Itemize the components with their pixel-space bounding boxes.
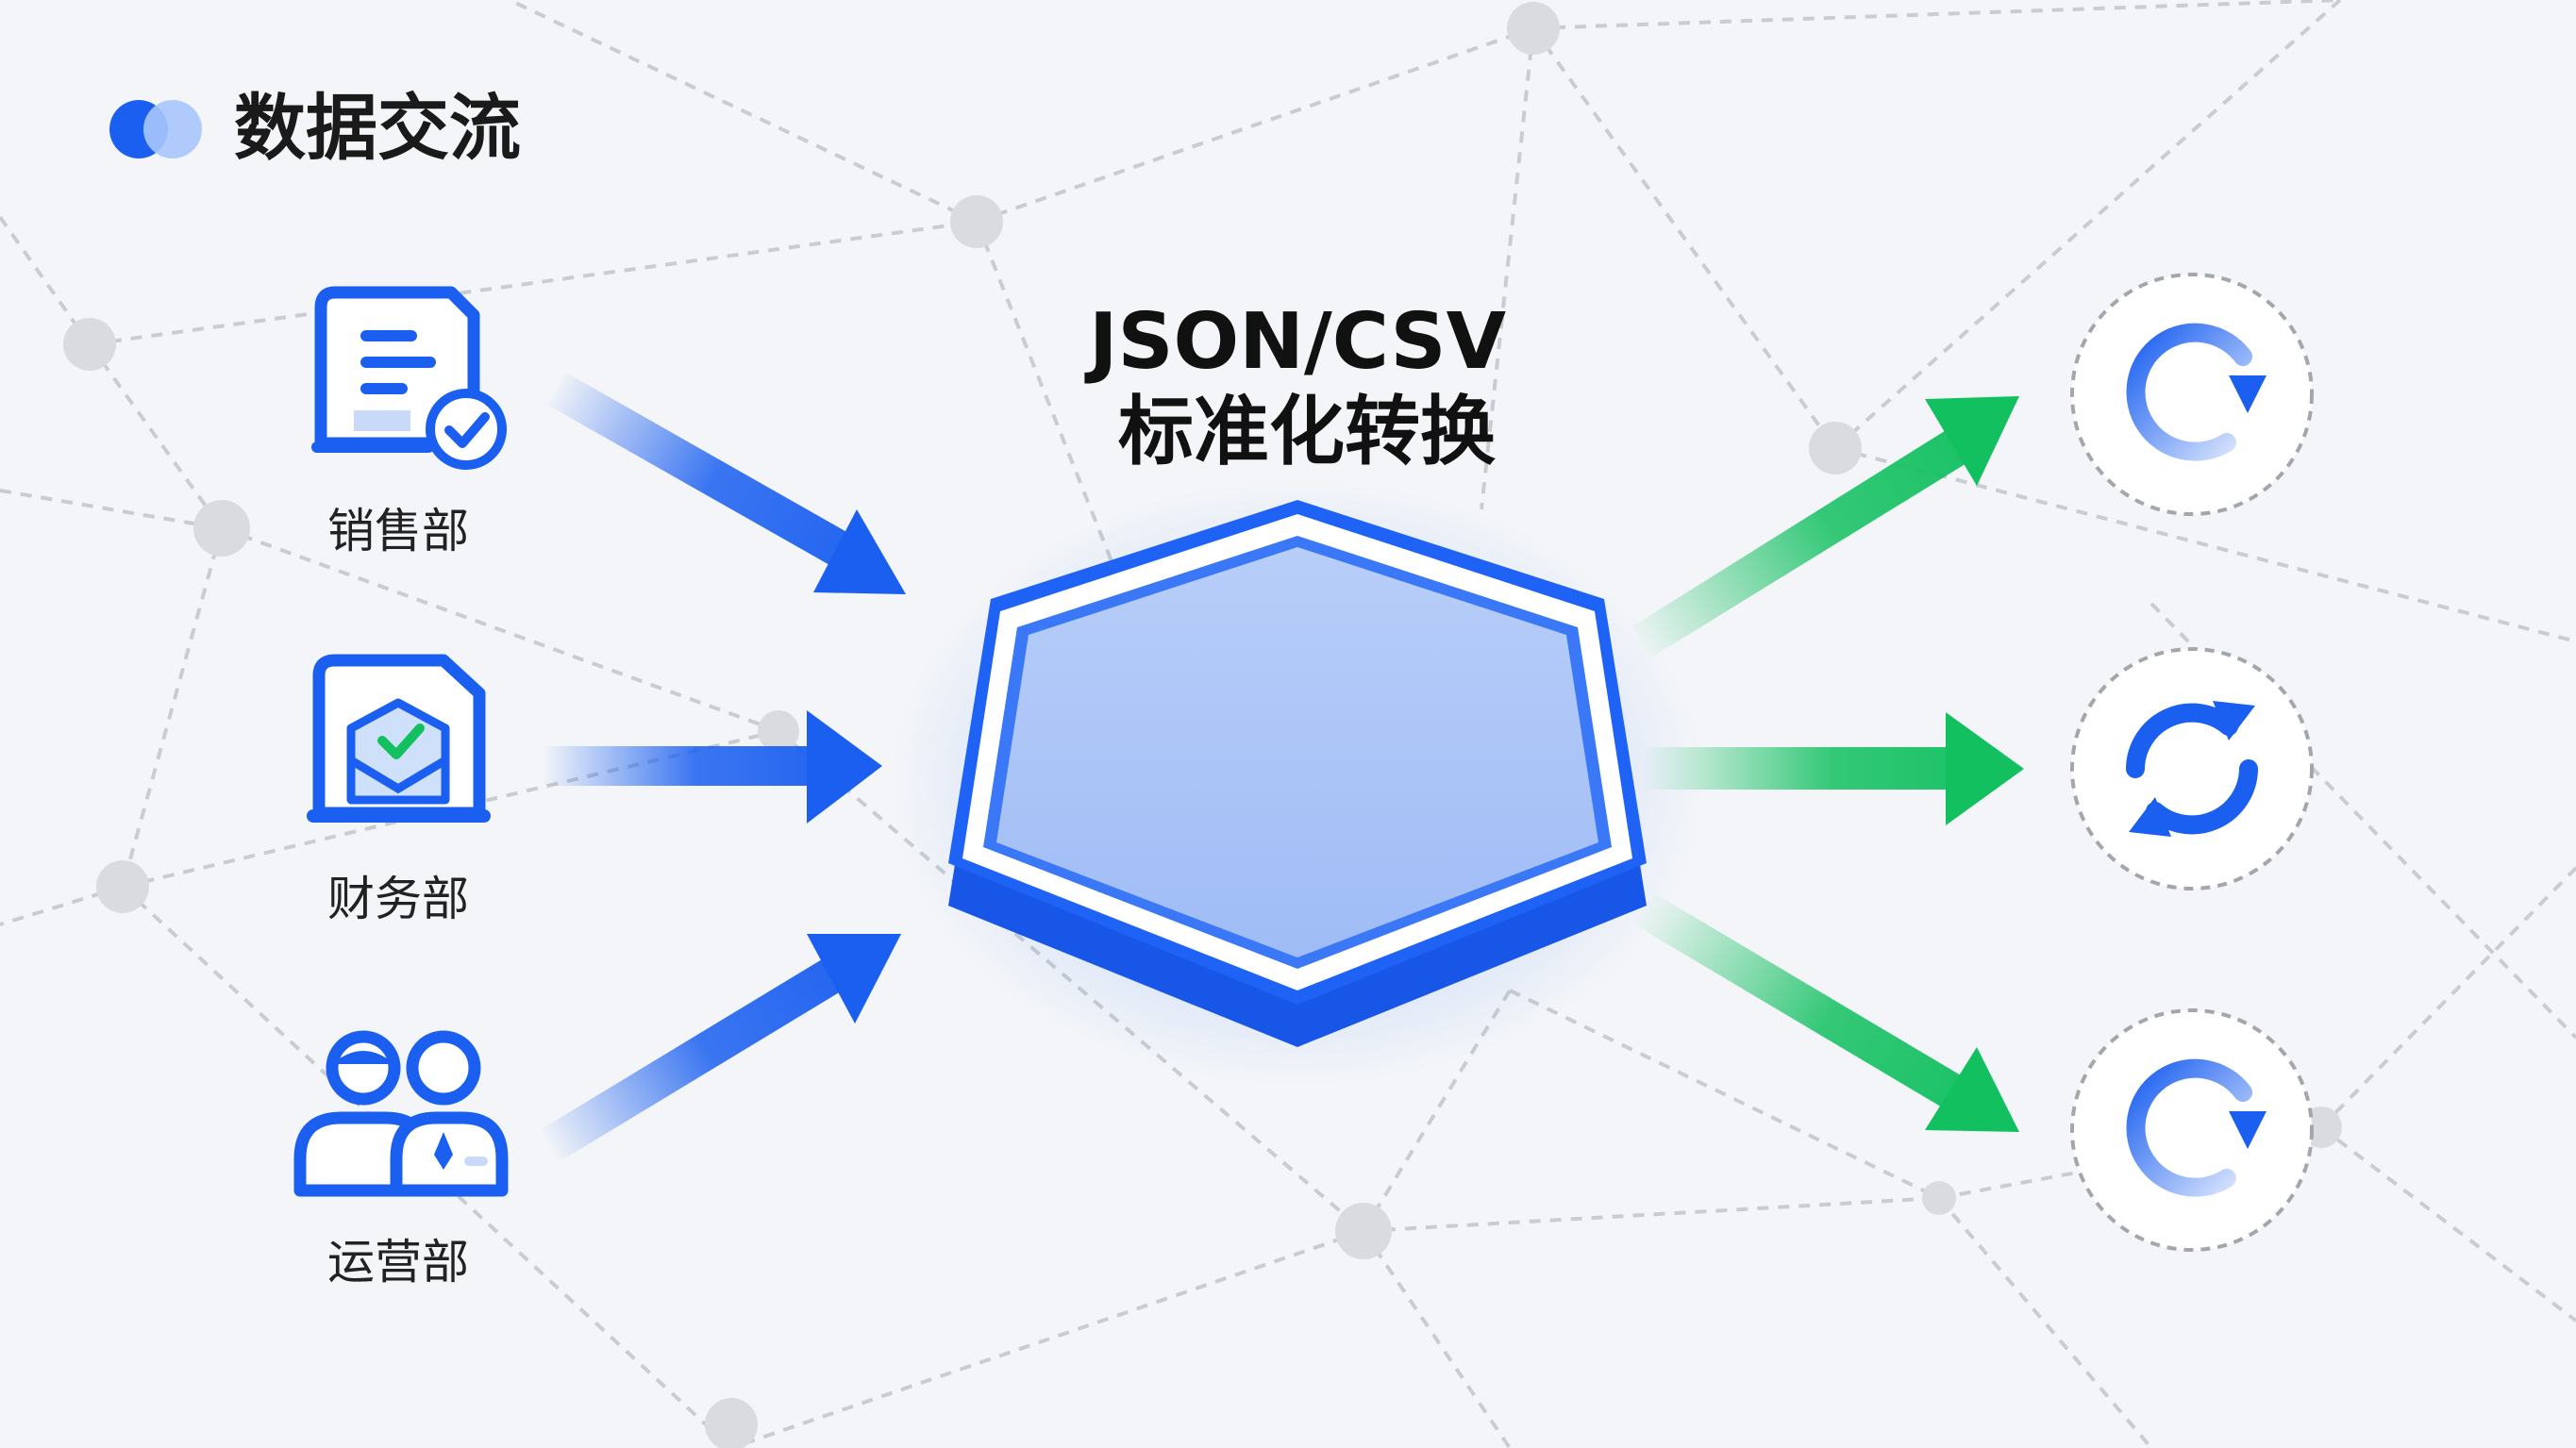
source-label-finance: 财务部: [327, 872, 469, 926]
arrow-hub-to-target-3: [1634, 891, 2019, 1132]
center-title: JSON/CSV 标准化转换: [1084, 297, 1507, 475]
mail-document-check-icon: [307, 654, 491, 823]
center-title-line1: JSON/CSV: [1084, 297, 1507, 387]
input-arrows: [540, 373, 906, 1162]
hub-face: [996, 547, 1598, 957]
source-sales: 销售部: [311, 286, 507, 558]
header: 数据交流: [109, 86, 521, 170]
output-arrows: [1632, 396, 2024, 1132]
arrow-finance-to-hub: [543, 710, 882, 824]
arrow-sales-to-hub: [547, 373, 906, 594]
source-finance: 财务部: [307, 654, 491, 926]
sync-icon: [2126, 701, 2258, 837]
hexagon-hub: [892, 481, 1703, 1085]
users-team-icon: [293, 1030, 509, 1197]
target-ring: [2070, 647, 2314, 890]
source-label-operations: 运营部: [327, 1235, 469, 1290]
source-label-sales: 销售部: [327, 504, 469, 558]
document-check-icon: [311, 286, 507, 470]
target-node-1: [2070, 273, 2314, 516]
page-title: 数据交流: [234, 86, 521, 170]
refresh-icon: [2126, 323, 2267, 461]
arrow-ops-to-hub: [540, 934, 901, 1162]
arrow-hub-to-target-1: [1632, 396, 2019, 657]
source-operations: 运营部: [293, 1030, 509, 1290]
logo-dot-light-icon: [143, 100, 202, 158]
target-node-2: [2070, 647, 2314, 890]
target-ring: [2070, 273, 2314, 516]
target-ring: [2070, 1008, 2314, 1252]
center-title-line2: 标准化转换: [1118, 388, 1496, 475]
target-node-3: [2070, 1008, 2314, 1252]
refresh-icon: [2126, 1058, 2267, 1197]
